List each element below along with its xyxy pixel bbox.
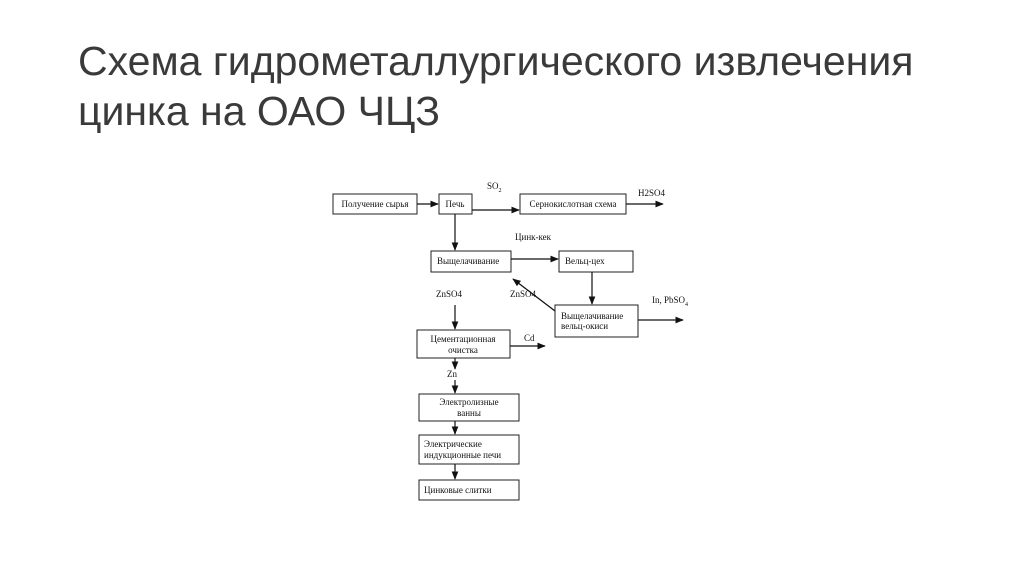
box-waelz-shop-label: Вельц-цех <box>565 256 605 266</box>
box-induction-label-1: Электрические <box>424 439 482 449</box>
box-leaching-label: Выщелачивание <box>437 256 499 266</box>
label-zinc-cake: Цинк-кек <box>515 232 552 242</box>
label-znso4-right: ZnSO4 <box>510 289 537 299</box>
box-electrolysis-label-1: Электролизные <box>439 397 498 407</box>
arrow-oxide-to-leaching-return <box>512 278 556 312</box>
box-electrolysis-baths: Электролизные ванны <box>418 393 520 422</box>
box-raw-material-label: Получение сырья <box>341 199 408 209</box>
box-induction-label-2: индукционные печи <box>424 450 501 460</box>
title-line-2: цинка на ОАО ЧЦЗ <box>78 88 441 134</box>
label-in-pbso4: In, PbSO4 <box>652 295 688 308</box>
box-waelz-shop: Вельц-цех <box>558 250 634 273</box>
box-zinc-ingots-label: Цинковые слитки <box>424 485 492 495</box>
box-waelz-oxide-leaching-label-1: Выщелачивание <box>561 311 623 321</box>
box-waelz-oxide-leaching: Выщелачивание вельц-окиси <box>554 304 639 338</box>
box-zinc-ingots: Цинковые слитки <box>418 479 520 501</box>
box-furnace-label: Печь <box>446 199 465 209</box>
box-waelz-oxide-leaching-label-2: вельц-окиси <box>561 321 608 331</box>
title-line-1: Схема гидрометаллургического извлечения <box>78 38 914 84</box>
label-cd: Cd <box>524 333 535 343</box>
slide-title: Схема гидрометаллургического извлечения … <box>78 36 978 136</box>
box-sulfuric-acid-scheme: Сернокислотная схема <box>519 193 627 215</box>
label-so2: SO2 <box>487 181 502 194</box>
box-electrolysis-label-2: ванны <box>457 408 481 418</box>
box-sulfuric-acid-scheme-label: Сернокислотная схема <box>530 199 617 209</box>
label-zn: Zn <box>447 369 457 379</box>
box-induction-furnaces: Электрические индукционные печи <box>418 434 520 465</box>
box-furnace: Печь <box>438 193 473 215</box>
box-cementation-label-1: Цементационная <box>431 334 496 344</box>
box-leaching: Выщелачивание <box>430 250 512 273</box>
label-znso4-left: ZnSO4 <box>436 289 463 299</box>
label-h2so4: H2SO4 <box>638 188 666 198</box>
box-cementation-purification: Цементационная очистка <box>416 329 511 359</box>
box-raw-material: Получение сырья <box>332 193 418 215</box>
box-cementation-label-2: очистка <box>448 345 478 355</box>
